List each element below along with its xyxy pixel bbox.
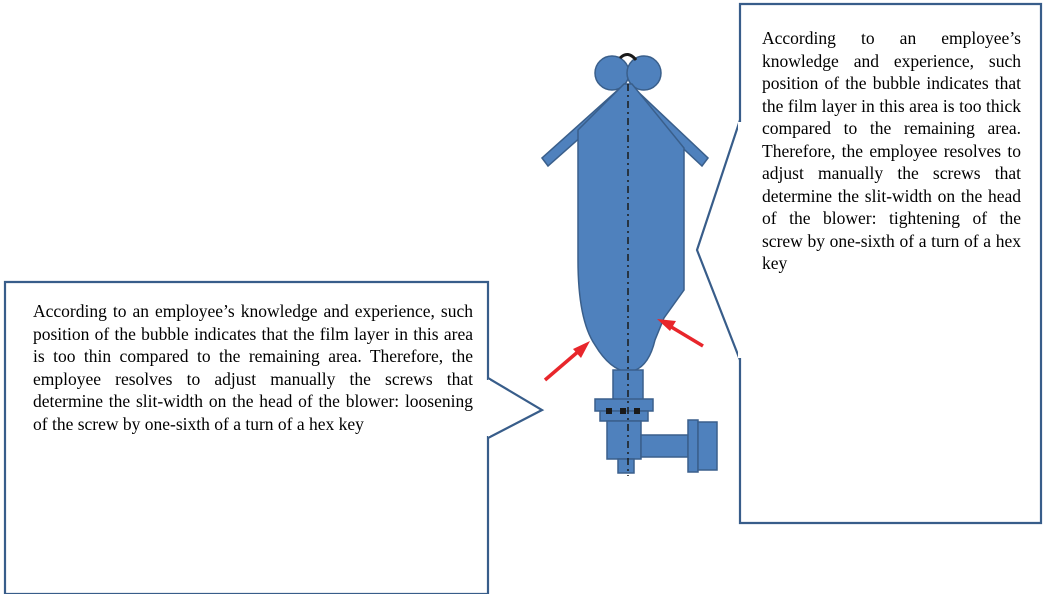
right-callout-pointer — [695, 119, 742, 361]
adjustment-screw-1 — [606, 408, 612, 414]
red-arrow-icon — [543, 341, 590, 382]
adjustment-screw-3 — [634, 408, 640, 414]
die-stem — [617, 458, 635, 474]
extruder-flange — [687, 419, 699, 473]
film-exit — [618, 53, 638, 61]
red-arrow-icon — [657, 319, 704, 348]
die-body — [606, 420, 642, 460]
extruder-pipe — [640, 434, 689, 458]
extruder-end — [697, 421, 718, 471]
left-callout-text: According to an employee’s knowledge and… — [33, 301, 473, 434]
right-callout-text: According to an employee’s knowledge and… — [762, 28, 1021, 273]
left-callout-pointer — [487, 377, 545, 439]
blown-film-machine-icon — [540, 53, 718, 476]
nip-roller-right — [626, 55, 662, 91]
right-callout-pointer-mask — [738, 122, 742, 358]
film-bubble — [577, 83, 685, 373]
adjustment-screw-2 — [620, 408, 626, 414]
left-callout-pointer-mask — [486, 380, 490, 436]
